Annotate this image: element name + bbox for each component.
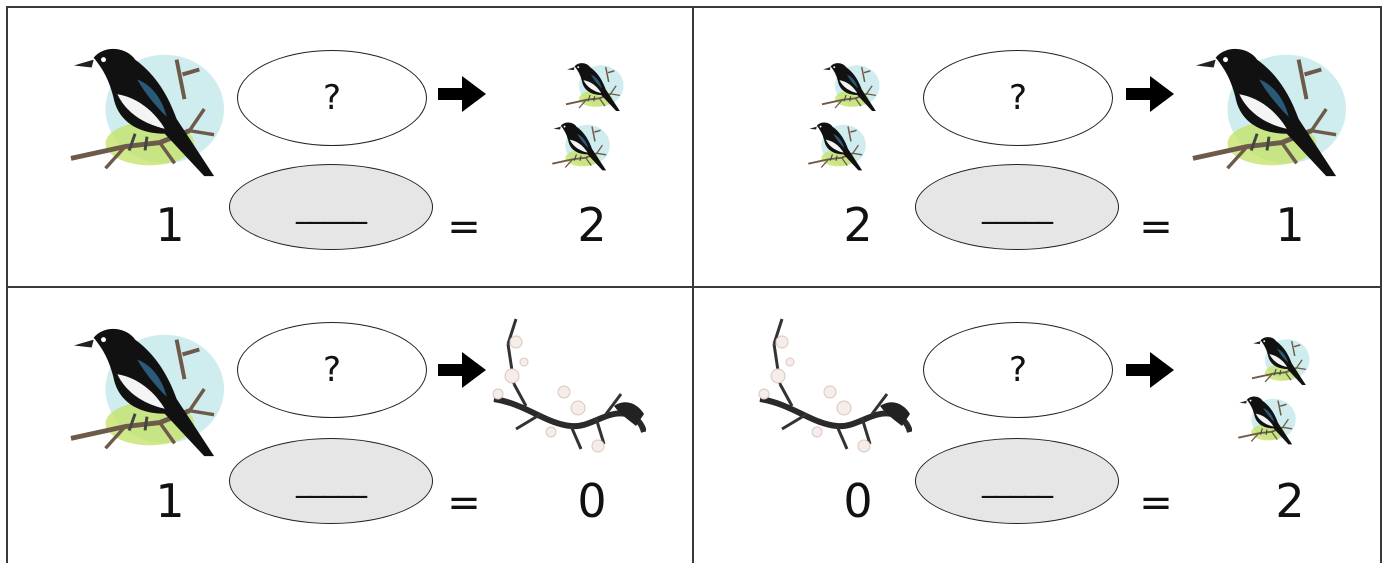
operation-question-oval[interactable]: ? <box>237 322 427 418</box>
equals-sign: = <box>1139 480 1173 526</box>
operation-question-oval[interactable]: ? <box>923 322 1113 418</box>
answer-oval[interactable]: _____ <box>915 164 1119 250</box>
two-magpies-icon <box>784 56 902 184</box>
left-count: 1 <box>155 198 185 252</box>
magpie-icon <box>1188 38 1346 180</box>
plum-branch-icon <box>752 314 912 464</box>
answer-blank: _____ <box>982 463 1053 499</box>
arrow-right-icon <box>1124 350 1176 390</box>
magpie-icon <box>66 38 224 180</box>
right-count: 2 <box>577 198 607 252</box>
answer-blank: _____ <box>296 189 367 225</box>
card-2: ? 2 _____ = 1 <box>694 8 1380 288</box>
left-count: 0 <box>843 474 873 528</box>
plum-branch-icon <box>486 314 646 464</box>
operation-question-oval[interactable]: ? <box>237 50 427 146</box>
middle-vertical-divider <box>692 6 694 563</box>
question-mark: ? <box>322 78 342 118</box>
card-1: ? 1 _____ = 2 <box>8 8 694 288</box>
answer-oval[interactable]: _____ <box>915 438 1119 524</box>
right-border <box>1380 6 1382 563</box>
right-count: 1 <box>1275 198 1305 252</box>
two-magpies-icon <box>1214 330 1332 458</box>
question-mark: ? <box>1008 350 1028 390</box>
arrow-right-icon <box>436 74 488 114</box>
magpie-icon <box>66 318 224 460</box>
answer-oval[interactable]: _____ <box>229 438 433 524</box>
left-count: 1 <box>155 474 185 528</box>
top-border <box>6 6 1382 8</box>
card-4: ? 0 _____ = 2 <box>694 288 1380 568</box>
operation-question-oval[interactable]: ? <box>923 50 1113 146</box>
two-magpies-icon <box>528 56 646 184</box>
left-count: 2 <box>843 198 873 252</box>
answer-blank: _____ <box>296 463 367 499</box>
equals-sign: = <box>447 204 481 250</box>
question-mark: ? <box>322 350 342 390</box>
right-count: 2 <box>1275 474 1305 528</box>
right-count: 0 <box>577 474 607 528</box>
answer-oval[interactable]: _____ <box>229 164 433 250</box>
middle-horizontal-divider <box>6 286 1382 288</box>
card-3: ? 1 _____ = 0 <box>8 288 694 568</box>
left-border <box>6 6 8 563</box>
equals-sign: = <box>1139 204 1173 250</box>
arrow-right-icon <box>1124 74 1176 114</box>
equals-sign: = <box>447 480 481 526</box>
question-mark: ? <box>1008 78 1028 118</box>
answer-blank: _____ <box>982 189 1053 225</box>
arrow-right-icon <box>436 350 488 390</box>
